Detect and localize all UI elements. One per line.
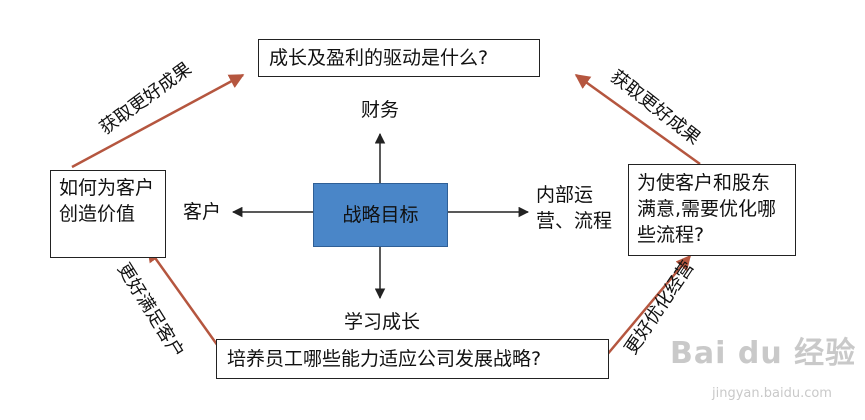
arrow-upper-right — [574, 73, 701, 166]
right-question-box: 为使客户和股东满意,需要优化哪些流程? — [628, 164, 796, 256]
arrow-upper-left — [71, 73, 245, 169]
baidu-watermark-logo: Bai du 经验 — [670, 336, 857, 371]
center-strategy-box: 战略目标 — [313, 183, 448, 247]
left-question-box: 如何为客户创造价值 — [50, 170, 166, 258]
center-strategy-label: 战略目标 — [342, 204, 419, 226]
bottom-question-text: 培养员工哪些能力适应公司发展战略? — [227, 348, 542, 370]
axis-label-customer: 客户 — [183, 201, 222, 223]
top-question-box: 成长及盈利的驱动是什么? — [258, 39, 540, 77]
top-question-text: 成长及盈利的驱动是什么? — [269, 47, 489, 69]
axis-label-finance: 财务 — [361, 99, 400, 121]
right-question-text: 为使客户和股东满意,需要优化哪些流程? — [637, 172, 777, 246]
axis-label-learning-growth: 学习成长 — [344, 311, 421, 333]
left-question-text: 如何为客户创造价值 — [59, 177, 155, 225]
arrow-lower-right — [605, 254, 691, 357]
bottom-question-box: 培养员工哪些能力适应公司发展战略? — [216, 339, 609, 379]
baidu-watermark-url: jingyan.baidu.com — [712, 386, 832, 401]
arrow-lower-left — [146, 246, 230, 361]
axis-label-internal-process: 内部运营、流程 — [536, 184, 613, 232]
